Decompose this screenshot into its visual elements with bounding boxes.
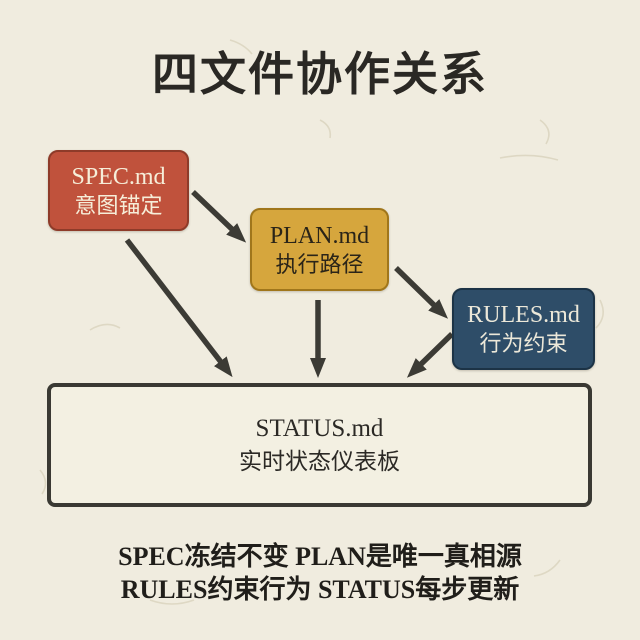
footer-line-1: SPEC冻结不变 PLAN是唯一真相源: [118, 542, 522, 571]
node-spec-title: SPEC.md: [71, 163, 166, 190]
node-plan-md: PLAN.md 执行路径: [250, 208, 389, 291]
node-rules-title: RULES.md: [467, 302, 580, 329]
arrow-spec-to-status: [124, 238, 233, 378]
node-rules-subtitle: 行为约束: [479, 331, 568, 357]
node-rules-md: RULES.md 行为约束: [452, 288, 595, 370]
node-spec-md: SPEC.md 意图锚定: [48, 150, 189, 231]
page-title: 四文件协作关系: [152, 49, 488, 100]
node-status-subtitle: 实时状态仪表板: [239, 449, 400, 475]
node-plan-subtitle: 执行路径: [275, 251, 364, 277]
node-status-md: STATUS.md 实时状态仪表板: [47, 383, 592, 507]
node-plan-title: PLAN.md: [269, 222, 370, 249]
node-spec-subtitle: 意图锚定: [74, 192, 163, 218]
footer-line-2: RULES约束行为 STATUS每步更新: [120, 575, 520, 604]
arrow-spec-to-plan: [191, 190, 247, 243]
arrow-plan-to-rules: [394, 266, 449, 319]
footer-caption: SPEC冻结不变 PLAN是唯一真相源 RULES约束行为 STATUS每步更新: [0, 540, 640, 606]
arrow-rules-to-status: [406, 332, 454, 378]
node-status-title: STATUS.md: [255, 415, 384, 442]
